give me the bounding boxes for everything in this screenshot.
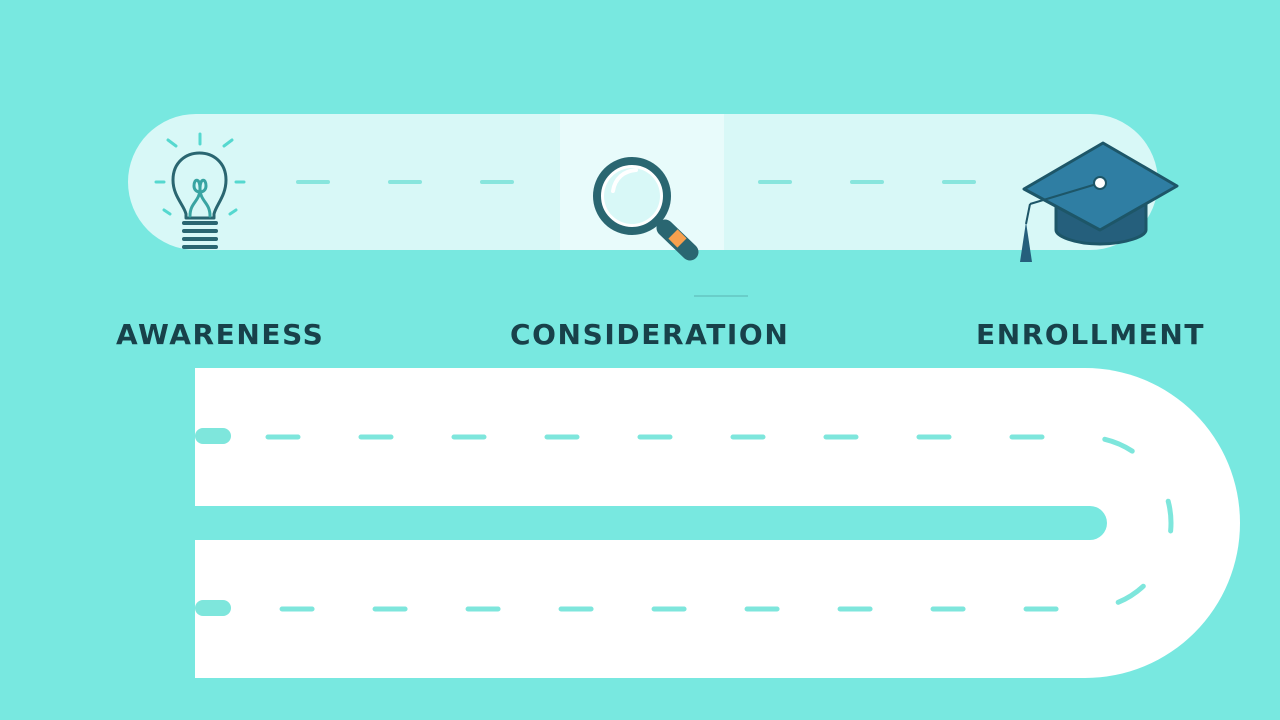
winding-road [195, 368, 1240, 678]
road-median [195, 506, 1090, 540]
stage-label-awareness: AWARENESS [116, 318, 325, 351]
stage-label-consideration: CONSIDERATION [510, 318, 790, 351]
stage-label-enrollment: ENROLLMENT [976, 318, 1206, 351]
graduation-cap-icon [1020, 141, 1179, 262]
road-notch-bottom [195, 600, 231, 616]
magnifying-glass-icon [593, 157, 699, 261]
road-median-end [1073, 506, 1107, 540]
road-notch-top [195, 428, 231, 444]
road-dashed-centerline [265, 434, 1174, 612]
lightbulb-icon [154, 132, 246, 249]
